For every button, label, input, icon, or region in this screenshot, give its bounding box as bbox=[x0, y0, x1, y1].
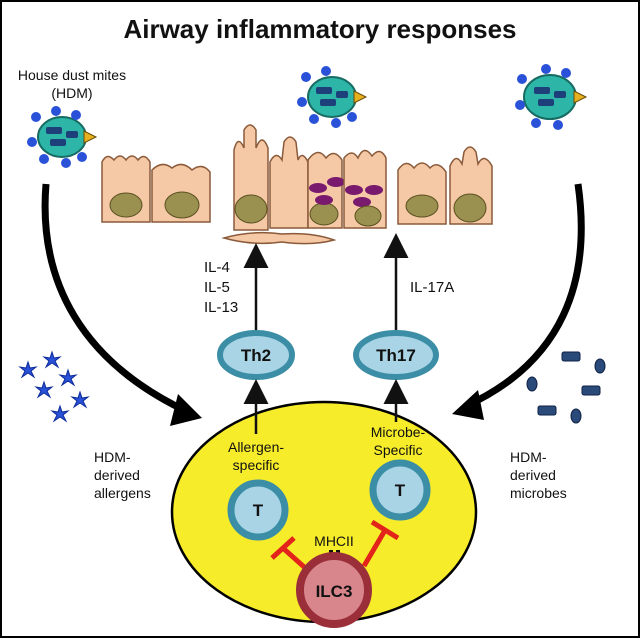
diagram-title: Airway inflammatory responses bbox=[123, 14, 516, 44]
cytokine-il13: IL-13 bbox=[204, 299, 238, 316]
hdm-label-line2: (HDM) bbox=[51, 85, 92, 101]
allergens-label-line3: allergens bbox=[94, 485, 151, 501]
mhcii-label: MHCII bbox=[314, 533, 354, 549]
microbes-label-line1: HDM- bbox=[510, 449, 547, 465]
th17-cell: Th17 bbox=[353, 330, 439, 380]
th2-cell: Th2 bbox=[217, 330, 295, 380]
left-arrowhead bbox=[170, 394, 202, 426]
microbe-specific-line1: Microbe- bbox=[371, 424, 426, 440]
microbe-icons bbox=[526, 351, 606, 424]
house-dust-mite-icon bbox=[297, 66, 368, 128]
ilc3-cell: ILC3 bbox=[296, 552, 372, 628]
cytokine-il4: IL-4 bbox=[204, 259, 230, 276]
airway-epithelium bbox=[101, 124, 493, 245]
microbe-specific-t-cell: T bbox=[369, 459, 431, 521]
allergen-specific-line2: specific bbox=[233, 457, 280, 473]
allergen-stars bbox=[18, 350, 90, 423]
hdm-label-line1: House dust mites bbox=[18, 67, 126, 83]
allergens-label-line2: derived bbox=[94, 467, 140, 483]
right-curved-arrow bbox=[464, 183, 585, 410]
cytokine-il5: IL-5 bbox=[204, 279, 230, 296]
house-dust-mite-icon bbox=[515, 64, 588, 130]
left-curved-arrow bbox=[41, 183, 190, 416]
microbe-specific-line2: Specific bbox=[373, 442, 422, 458]
allergen-specific-t-cell: T bbox=[227, 479, 289, 541]
cytokine-il17a: IL-17A bbox=[410, 279, 454, 296]
microbes-label-line2: derived bbox=[510, 467, 556, 483]
th2-label: Th2 bbox=[241, 346, 271, 365]
right-arrowhead bbox=[452, 390, 484, 420]
allergen-specific-line1: Allergen- bbox=[228, 439, 284, 455]
t-cell-label-left: T bbox=[253, 501, 264, 520]
microbes-label-line3: microbes bbox=[510, 485, 567, 501]
allergens-label-line1: HDM- bbox=[94, 449, 131, 465]
house-dust-mite-icon bbox=[27, 106, 98, 168]
inhibition-right bbox=[361, 519, 400, 568]
ilc3-label: ILC3 bbox=[316, 582, 353, 601]
th17-label: Th17 bbox=[376, 346, 416, 365]
t-cell-label-right: T bbox=[395, 481, 406, 500]
